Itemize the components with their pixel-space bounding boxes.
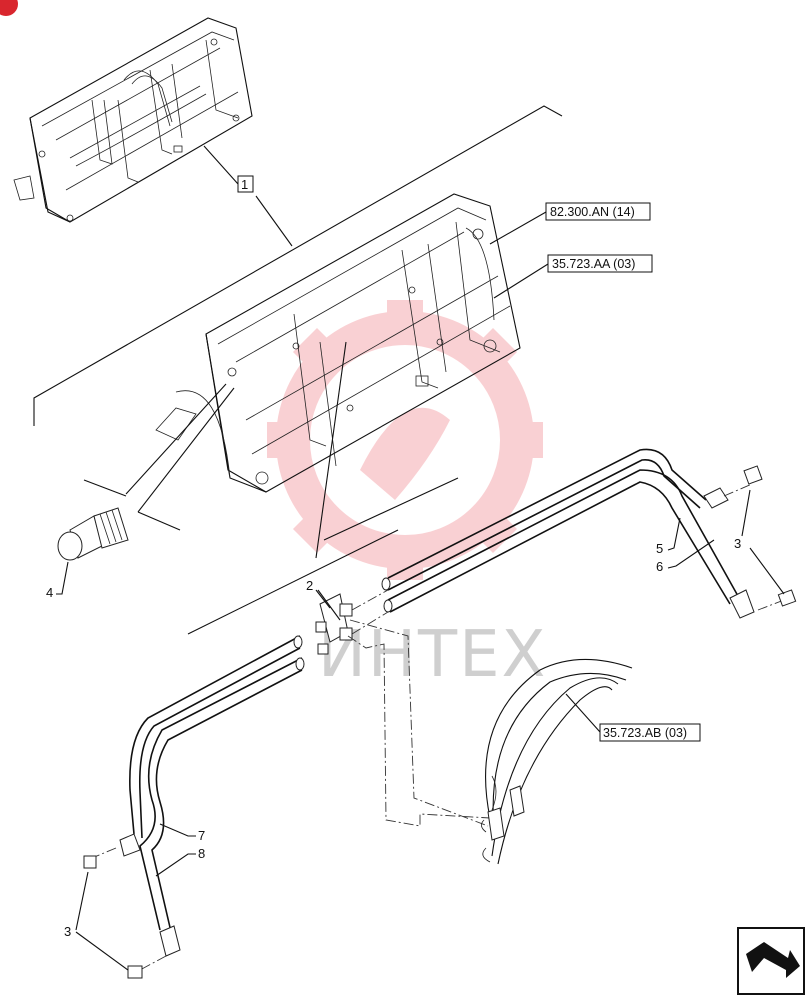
callout-5: 5	[656, 517, 681, 556]
callout-7: 7	[159, 823, 205, 843]
bucket-main	[155, 193, 521, 493]
grease-fitting	[57, 383, 235, 561]
callout-1: 1	[203, 145, 293, 247]
callout-3-upper: 3	[734, 489, 785, 595]
svg-text:6: 6	[656, 559, 663, 574]
ref-82-300-AN: 82.300.AN (14)	[489, 202, 651, 245]
tee-fitting	[315, 589, 491, 827]
svg-text:2: 2	[306, 578, 313, 593]
callout-6: 6	[656, 539, 715, 574]
callout-4: 4	[46, 561, 69, 600]
pipe-upper-pair	[381, 448, 755, 619]
watermark-logo	[267, 300, 543, 580]
hose-coil	[481, 658, 633, 865]
fitting-lower-left	[83, 847, 167, 979]
explode-line	[187, 529, 399, 635]
svg-text:7: 7	[198, 828, 205, 843]
callout-8: 8	[155, 846, 205, 877]
svg-text:3: 3	[64, 924, 71, 939]
ref-35-723-AB: 35.723.AB (03)	[565, 693, 701, 742]
pipe-lower-pair	[119, 635, 305, 957]
svg-text:35.723.AB (03): 35.723.AB (03)	[603, 726, 687, 740]
explode-line	[315, 341, 347, 559]
watermark-text: ИНТЕХ	[318, 618, 547, 692]
callout-2: 2	[306, 578, 341, 621]
callout-3-lower: 3	[64, 871, 129, 971]
next-page-arrow-icon[interactable]	[737, 927, 805, 995]
explode-line	[323, 477, 459, 541]
svg-text:5: 5	[656, 541, 663, 556]
bucket-small	[13, 17, 253, 223]
corner-badge	[0, 0, 18, 16]
svg-text:4: 4	[46, 585, 53, 600]
explode-bracket	[33, 105, 563, 426]
ref-35-723-AA: 35.723.AA (03)	[493, 254, 653, 299]
svg-text:1: 1	[241, 177, 248, 192]
svg-text:3: 3	[734, 536, 741, 551]
svg-text:8: 8	[198, 846, 205, 861]
svg-text:82.300.AN (14): 82.300.AN (14)	[550, 205, 635, 219]
svg-text:35.723.AA (03): 35.723.AA (03)	[552, 257, 635, 271]
fitting-upper-right	[723, 465, 797, 611]
